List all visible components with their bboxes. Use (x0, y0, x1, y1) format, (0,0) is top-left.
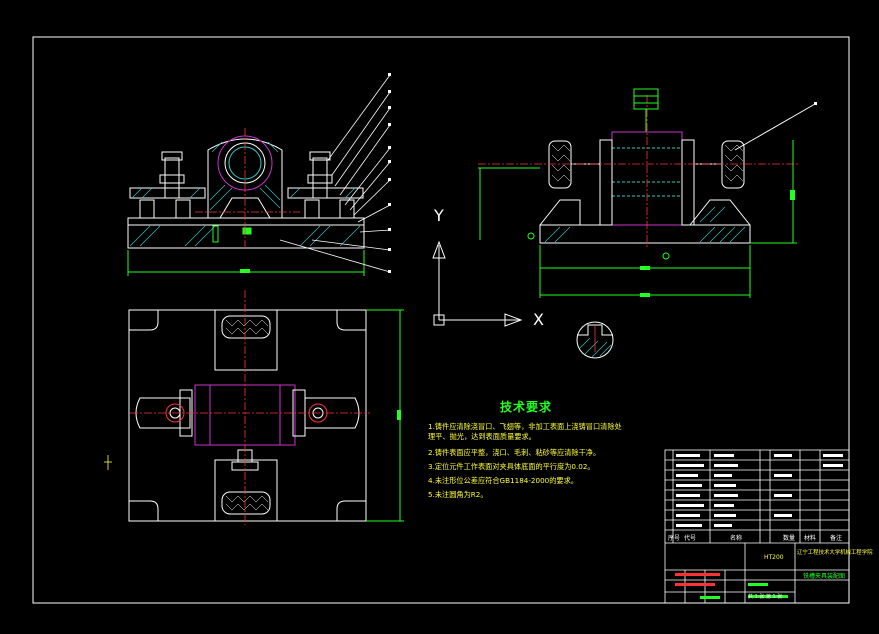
front-view (127, 73, 391, 276)
ucs-axes (432, 240, 523, 327)
tech-requirement-line: 3.定位元件工作表面对夹具体底面的平行度为0.02。 (428, 462, 595, 471)
side-view (478, 88, 817, 298)
tech-requirements-title: 技术要求 (500, 400, 553, 414)
tech-requirement-line: 4.未注形位公差应符合GB1184-2000的要求。 (428, 476, 578, 485)
tb-material-code: HT200 (764, 554, 784, 561)
tech-requirement-line: 2.铸件表面应平整，浇口、毛刺、粘砂等应清除干净。 (428, 448, 601, 457)
base-hatch (129, 225, 361, 247)
tb-university: 辽宁工程技术大学机械工程学院 (797, 550, 873, 556)
top-view (104, 290, 404, 525)
tb-header-code: 代号 (684, 535, 697, 542)
right-knob (721, 140, 745, 189)
title-block (664, 449, 850, 604)
section-detail (576, 321, 614, 359)
side-base (539, 224, 751, 244)
drawing-border (32, 36, 850, 604)
tb-sheet-info: 共 1 张 第 1 张 (748, 594, 783, 600)
tech-requirement-line: 5.未注圆角为R2。 (428, 490, 488, 499)
y-axis-label: Y (434, 206, 444, 225)
tb-header-material: 材料 (804, 535, 817, 542)
tb-header-index: 序号 (668, 535, 681, 542)
tb-drawing-name: 铣槽夹具装配图 (803, 573, 846, 580)
x-axis-label: X (533, 310, 544, 329)
top-view-base (128, 309, 367, 522)
v-block (207, 138, 283, 219)
tb-header-remark: 备注 (830, 535, 843, 542)
tb-header-qty: 数量 (783, 535, 796, 542)
tb-header-name: 名称 (730, 535, 743, 542)
left-clamp (129, 187, 206, 199)
left-knob (548, 140, 572, 189)
tech-requirement-line: 1.铸件应清除浇冒口、飞翅等，非加工表面上浇铸冒口清除处 (428, 422, 622, 431)
tech-requirement-line: 理平、抛光，达到表面质量要求。 (428, 432, 536, 441)
leader-lines (279, 74, 391, 273)
